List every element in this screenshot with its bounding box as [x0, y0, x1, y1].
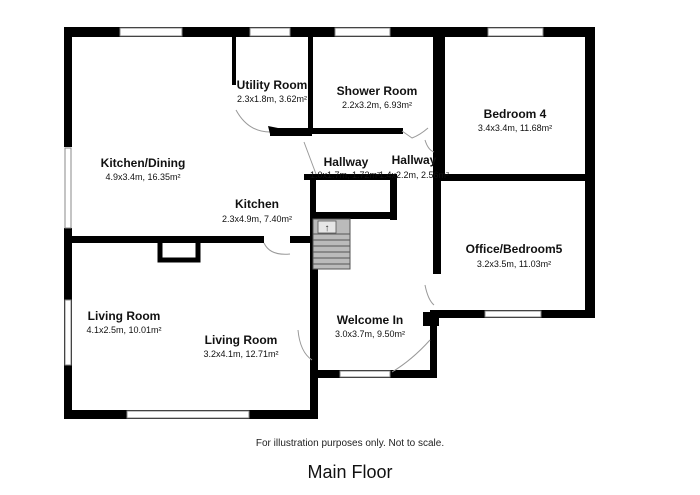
stairs-up-arrow-icon: ↑: [325, 223, 330, 234]
room-dims-utility: 2.3x1.8m, 3.62m²: [237, 94, 307, 104]
room-name-hallway-2: Hallway: [392, 153, 437, 167]
floor-plan: ↑ Utility Room 2.3x1.8m, 3.62m² Shower R…: [64, 27, 595, 419]
room-name-utility: Utility Room: [237, 78, 308, 92]
room-dims-living-room-2: 3.2x4.1m, 12.71m²: [203, 349, 278, 359]
stairs: ↑: [312, 218, 351, 270]
door-swings: [235, 109, 435, 373]
room-name-shower: Shower Room: [337, 84, 418, 98]
room-dims-shower: 2.2x3.2m, 6.93m²: [342, 100, 412, 110]
room-dims-office-bedroom5: 3.2x3.5m, 11.03m²: [477, 259, 551, 269]
room-dims-welcome-in: 3.0x3.7m, 9.50m²: [335, 329, 405, 339]
room-name-kitchen-dining: Kitchen/Dining: [101, 156, 186, 170]
room-dims-kitchen: 2.3x4.9m, 7.40m²: [222, 214, 292, 224]
room-name-hallway-1: Hallway: [324, 155, 369, 169]
room-dims-bedroom4: 3.4x3.4m, 11.68m²: [478, 123, 552, 133]
disclaimer-note: For illustration purposes only. Not to s…: [255, 438, 445, 449]
room-name-bedroom4: Bedroom 4: [484, 107, 547, 121]
room-dims-hallway-2: 1.4x2.2m, 2.56m²: [379, 170, 449, 180]
room-name-welcome-in: Welcome In: [337, 313, 403, 327]
windows: [64, 27, 544, 419]
room-name-living-room-1: Living Room: [88, 309, 161, 323]
room-dims-kitchen-dining: 4.9x3.4m, 16.35m²: [105, 172, 180, 182]
room-name-office-bedroom5: Office/Bedroom5: [466, 242, 563, 256]
room-name-living-room-2: Living Room: [205, 333, 278, 347]
room-dims-living-room-1: 4.1x2.5m, 10.01m²: [86, 325, 161, 335]
floor-title: Main Floor: [307, 462, 393, 482]
room-dims-hallway-1: 1.0x1.7m, 1.72m²: [310, 170, 380, 180]
room-name-kitchen: Kitchen: [235, 197, 279, 211]
utility-corner: [268, 126, 278, 136]
